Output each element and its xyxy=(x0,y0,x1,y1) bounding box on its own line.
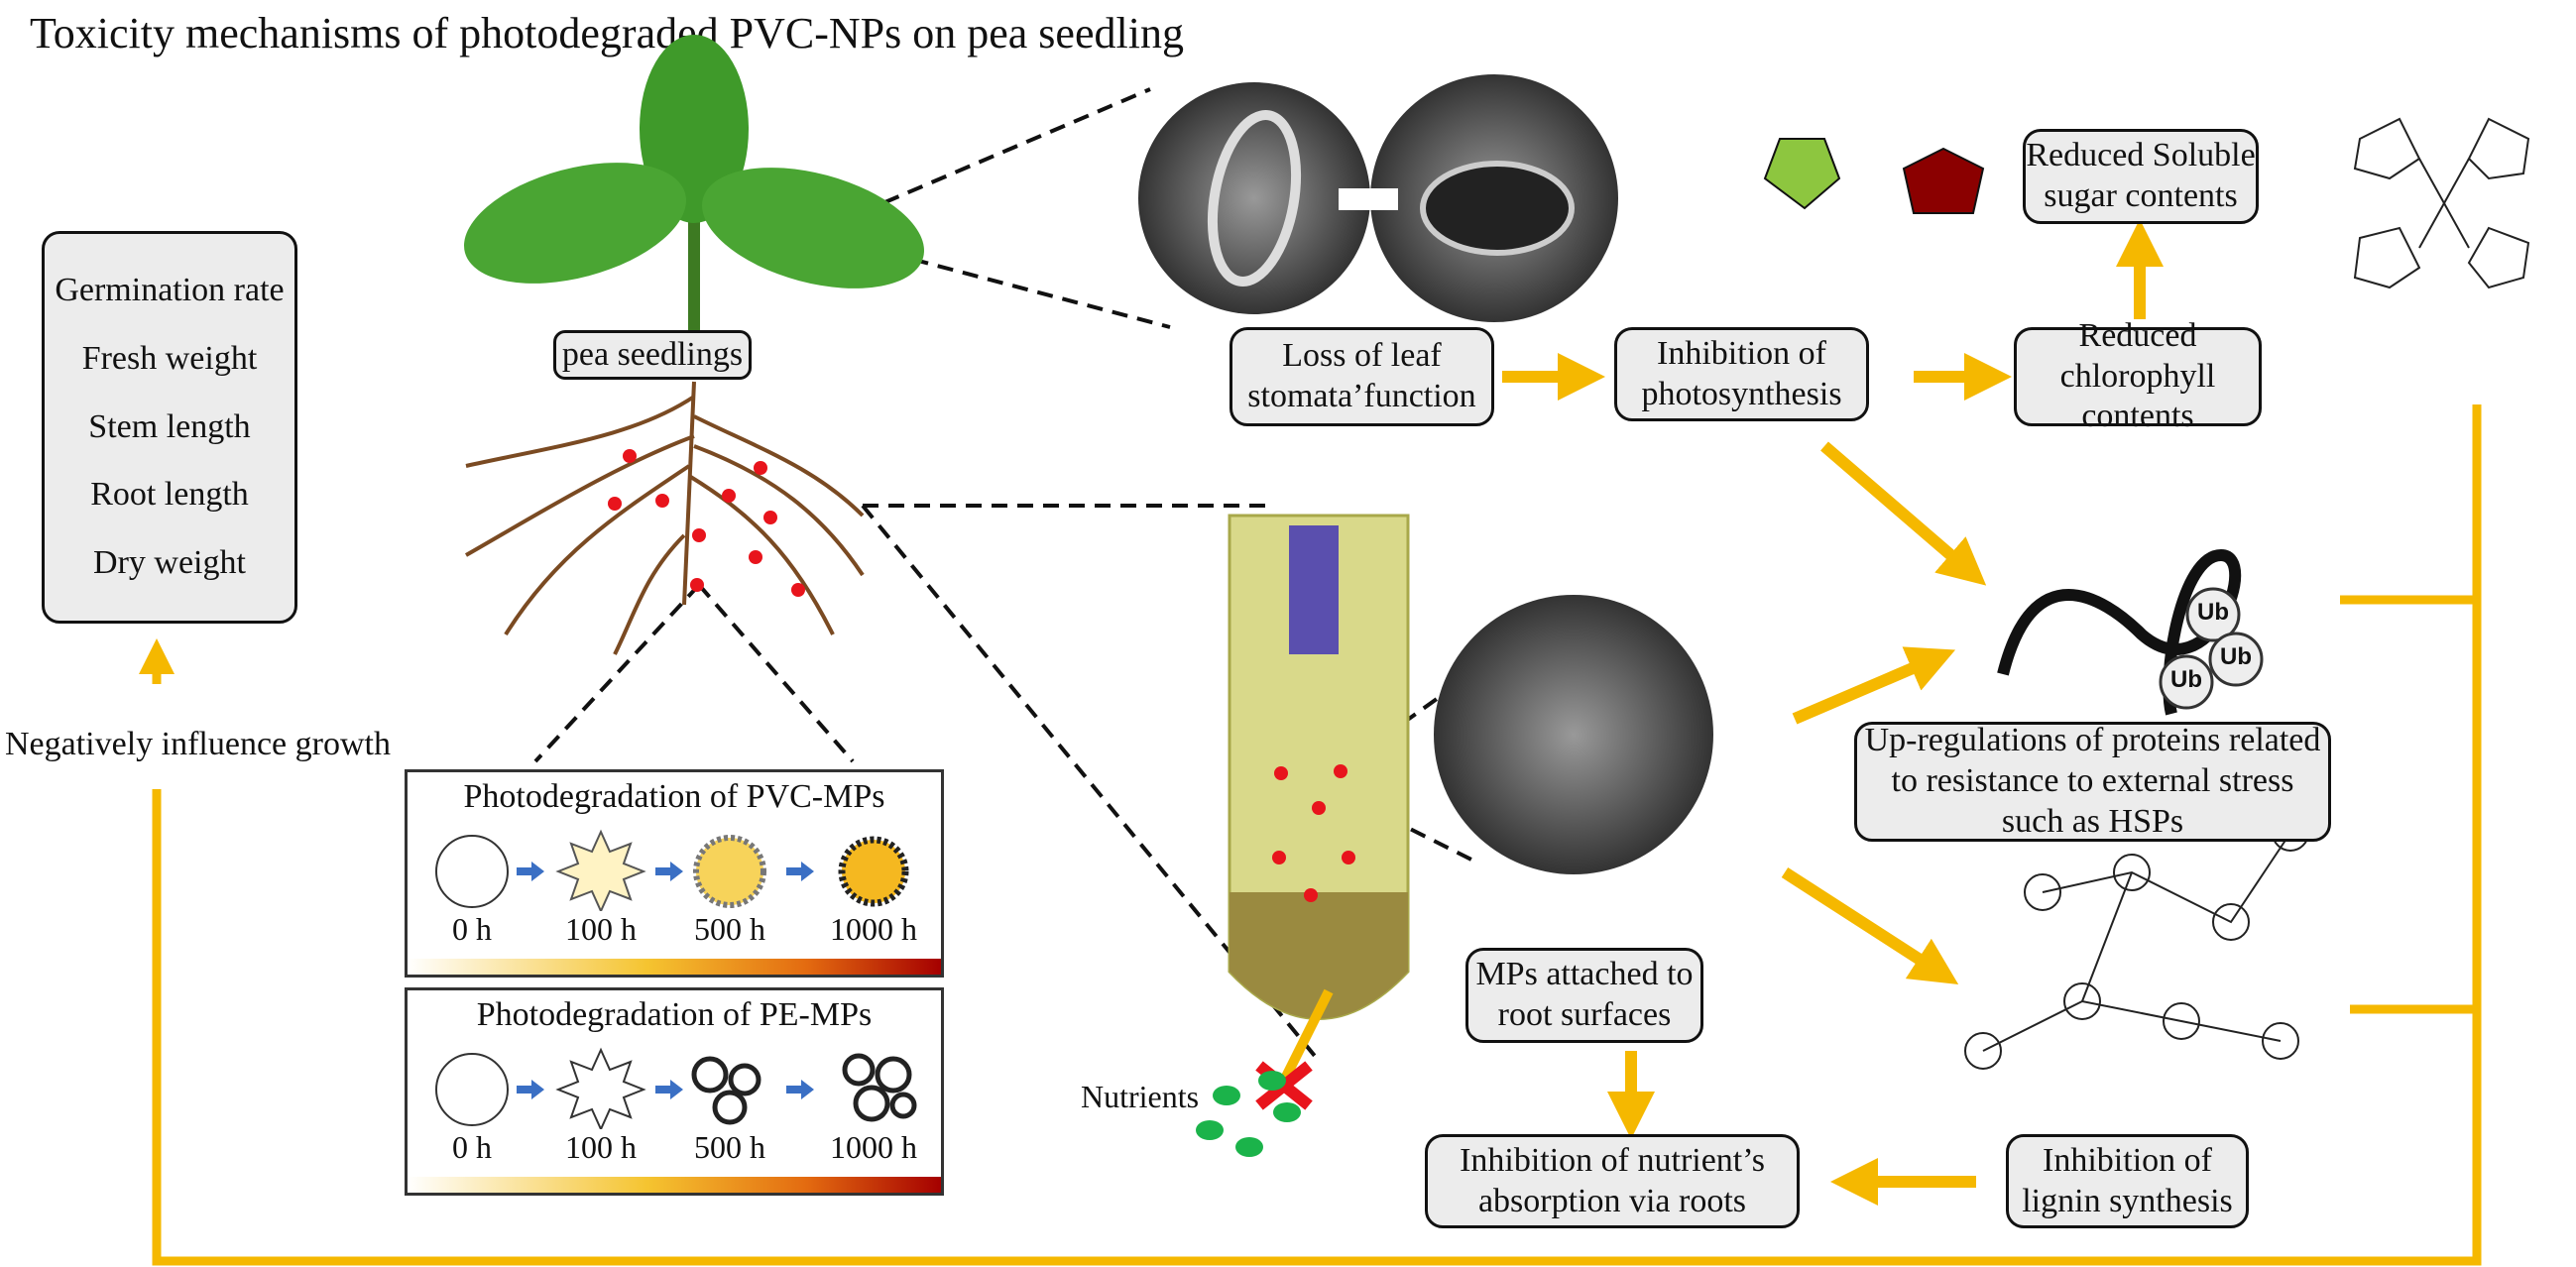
nutrient-absorption-box: Inhibition of nutrient’s absorption via … xyxy=(1425,1134,1800,1228)
negative-influence-label: Negatively influence growth xyxy=(5,726,391,762)
ub-label: Ub xyxy=(2170,666,2202,693)
nutrients-label: Nutrients xyxy=(1081,1079,1200,1114)
growth-indicator: Dry weight xyxy=(93,544,246,582)
lignin-structure xyxy=(1964,814,2309,1070)
growth-indicators-box: Germination rate Fresh weight Stem lengt… xyxy=(42,231,297,624)
ub-label: Ub xyxy=(2197,599,2229,626)
stomata-loss-box: Loss of leaf stomata’function xyxy=(1229,327,1494,426)
panel-title: Photodegradation of PE-MPs xyxy=(476,996,873,1033)
growth-indicator: Fresh weight xyxy=(81,339,258,377)
pvc-photodegradation-panel: Photodegradation of PVC-MPs 0 h 100 h 50… xyxy=(405,769,944,978)
flow-arrows xyxy=(1502,219,2164,1206)
root-tip-illustration xyxy=(1228,514,1410,1110)
stress-proteins-box: Up-regulations of proteins related to re… xyxy=(1854,722,2331,842)
feedback-loop-line xyxy=(139,404,2482,1266)
soluble-sugar-box: Reduced Soluble sugar contents xyxy=(2023,129,2259,224)
time-label: 0 h xyxy=(452,1129,492,1165)
stomata-sem-normal xyxy=(1138,82,1370,314)
ub-label: Ub xyxy=(2220,643,2252,670)
pea-seedling-illustration xyxy=(464,35,924,655)
time-label: 500 h xyxy=(694,1129,765,1165)
time-gradient-bar xyxy=(408,1177,941,1193)
diagram-title: Toxicity mechanisms of photodegraded PVC… xyxy=(30,9,1184,58)
time-label: 1000 h xyxy=(830,911,917,947)
chlorophyll-structure xyxy=(2353,117,2530,289)
time-gradient-bar xyxy=(408,959,941,975)
time-label: 100 h xyxy=(565,911,637,947)
root-surface-sem xyxy=(1434,595,1713,874)
chlorophyll-reduction-box: Reduced chlorophyll contents xyxy=(2014,317,2262,434)
sugar-structures xyxy=(1763,138,1985,214)
growth-indicator: Stem length xyxy=(88,407,251,445)
time-label: 500 h xyxy=(694,911,765,947)
lignin-synthesis-box: Inhibition of lignin synthesis xyxy=(2006,1134,2249,1228)
seedling-label: pea seedlings xyxy=(553,330,752,380)
panel-title: Photodegradation of PVC-MPs xyxy=(463,778,885,815)
ubiquitinated-protein xyxy=(1997,548,2264,716)
mps-attached-box: MPs attached to root surfaces xyxy=(1465,948,1703,1043)
photosynthesis-inhibition-box: Inhibition of photosynthesis xyxy=(1614,327,1869,421)
pe-photodegradation-panel: Photodegradation of PE-MPs 0 h 100 h 500… xyxy=(405,987,944,1196)
nutrient-dots xyxy=(1196,1071,1301,1157)
time-label: 0 h xyxy=(452,911,492,947)
time-label: 100 h xyxy=(565,1129,637,1165)
time-label: 1000 h xyxy=(830,1129,917,1165)
growth-indicator: Germination rate xyxy=(55,272,285,308)
growth-indicator: Root length xyxy=(90,476,249,514)
